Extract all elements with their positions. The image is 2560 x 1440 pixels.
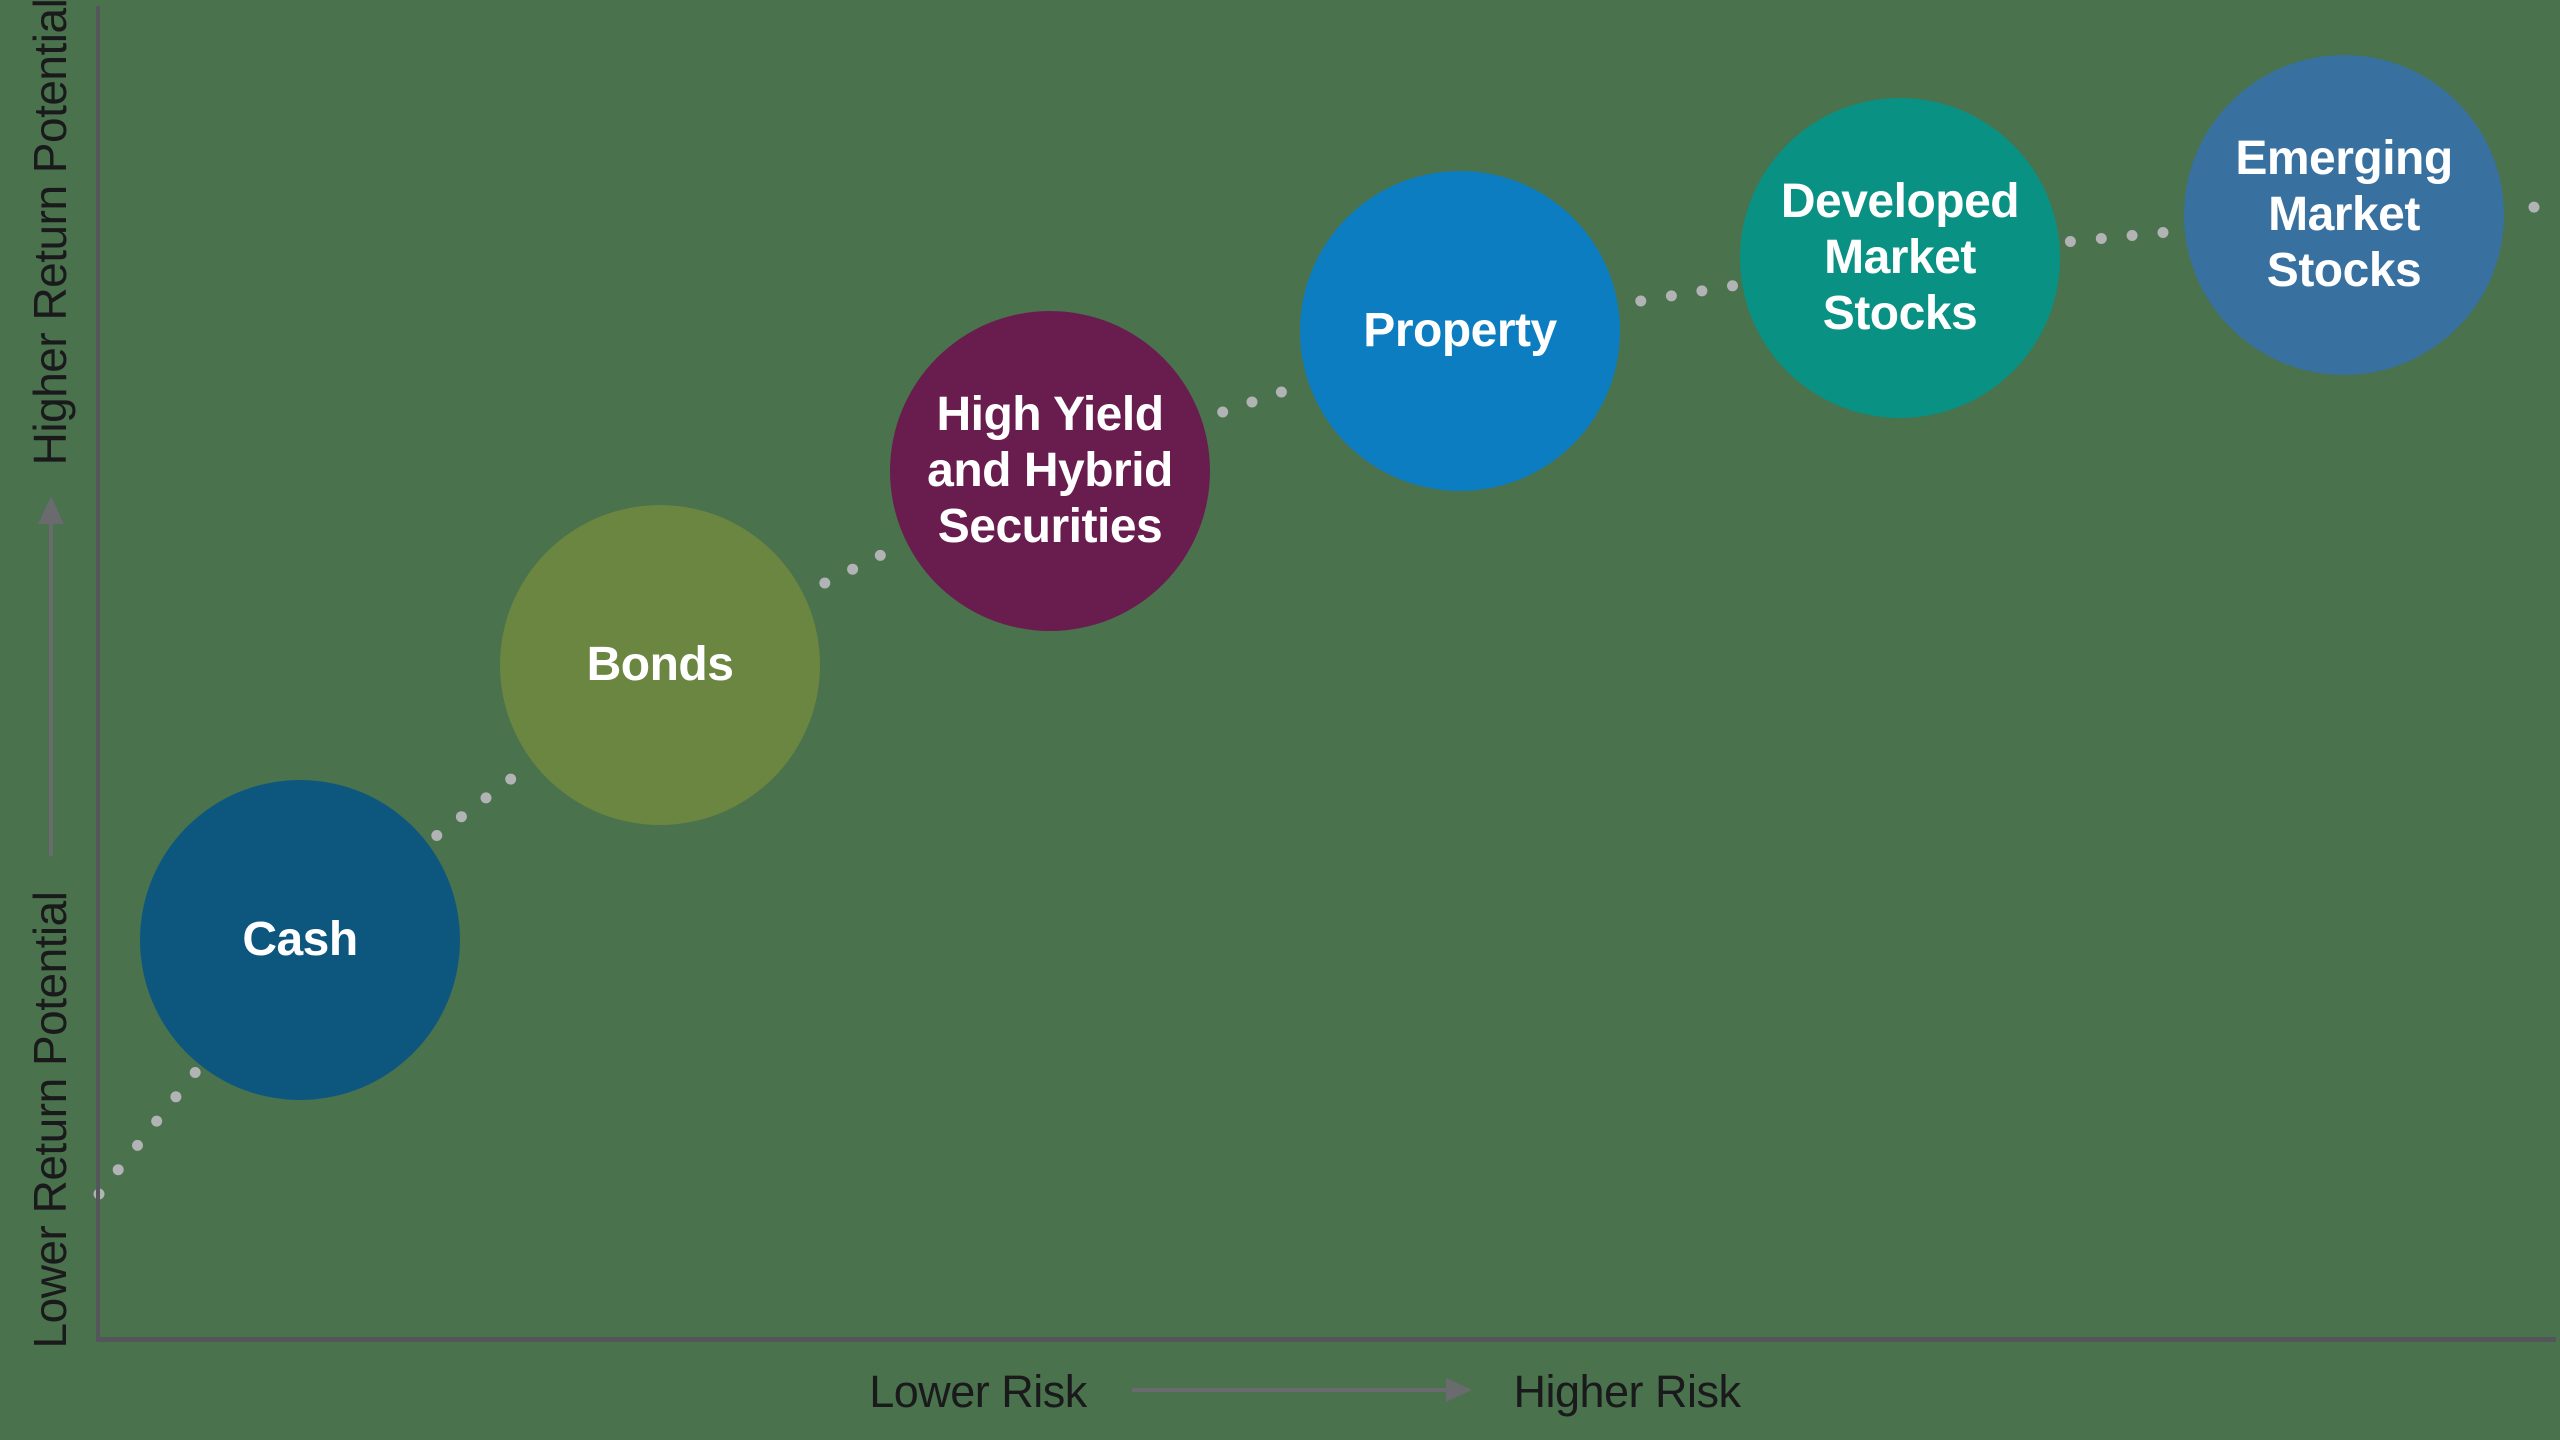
trend-dot — [2157, 227, 2169, 238]
trend-dot — [132, 1139, 143, 1151]
y-axis-arrowhead-icon — [38, 496, 64, 524]
bubble-label-cash: Cash — [242, 912, 358, 966]
trend-dot — [112, 1164, 124, 1176]
x-axis-arrow — [1132, 1388, 1450, 1392]
bubble-bonds: Bonds — [500, 505, 820, 825]
trend-dot — [480, 792, 492, 804]
y-axis-label-higher-return: Higher Return Potential — [24, 0, 76, 466]
bubble-label-property: Property — [1363, 303, 1557, 357]
trend-dot — [847, 563, 859, 575]
y-axis-arrow — [49, 520, 53, 856]
x-axis-label-lower-risk: Lower Risk — [869, 1366, 1087, 1417]
trend-dot — [170, 1091, 182, 1103]
trend-dot — [151, 1115, 163, 1127]
bubble-property: Property — [1300, 171, 1620, 491]
bubble-label-bonds: Bonds — [586, 637, 734, 691]
trend-dot — [1696, 285, 1708, 297]
trend-dot — [1665, 290, 1677, 302]
trend-dot — [2528, 201, 2540, 213]
trend-dot — [874, 549, 886, 561]
trend-dot — [455, 811, 467, 823]
trend-dot — [1727, 280, 1738, 292]
x-axis-label-higher-risk: Higher Risk — [1513, 1366, 1741, 1417]
trend-dot — [431, 830, 443, 841]
bubble-cash: Cash — [140, 780, 460, 1100]
x-axis-arrowhead-icon — [1446, 1378, 1472, 1402]
trend-dot — [2095, 233, 2107, 244]
trend-dot — [189, 1067, 201, 1078]
trend-dot — [1217, 406, 1229, 418]
trend-dot — [1635, 295, 1647, 307]
trend-dot — [2064, 236, 2076, 247]
trend-dot — [505, 773, 517, 785]
trend-dot — [2126, 230, 2138, 241]
trend-dot — [1246, 396, 1258, 408]
trend-dot — [1275, 386, 1287, 398]
y-axis-label-lower-return: Lower Return Potential — [24, 891, 76, 1349]
y-axis-line — [96, 6, 100, 1342]
trend-dot — [819, 577, 831, 589]
x-axis-line — [96, 1337, 2556, 1342]
